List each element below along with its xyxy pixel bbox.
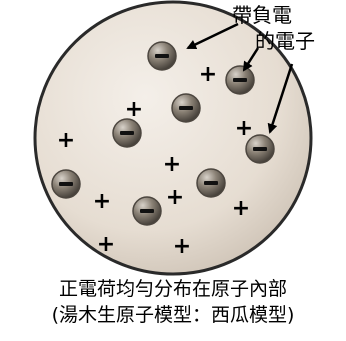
positive-charge: + [97,232,115,257]
annotation-line-2: 的電子 [255,29,315,53]
positive-charge: + [232,196,250,221]
positive-charge: + [199,62,217,87]
electron-minus-sign [233,78,247,82]
positive-charge: + [166,185,184,210]
positive-charge: + [163,152,181,177]
arrow-to-electron-3 [267,63,294,134]
positive-charge: + [57,128,75,153]
electron [196,168,226,198]
electron-minus-sign [59,182,73,186]
positive-charge: + [93,189,111,214]
electron [132,196,162,226]
electron [171,93,201,123]
arrow-to-electron-2 [242,47,260,72]
positive-charges: + + + + + + + + + + [57,62,253,259]
electron [245,134,275,164]
caption-line-2: (湯木生原子模型：西瓜模型) [51,304,295,326]
electrons [51,41,275,226]
electron-minus-sign [140,209,154,213]
positive-charge: + [173,234,191,259]
electron [225,65,255,95]
annotation-line-1: 帶負電 [232,3,292,27]
electron [51,169,81,199]
positive-charge: + [235,116,253,141]
electron [147,41,177,71]
electron-minus-sign [179,106,193,110]
electron-minus-sign [253,147,267,151]
electron [112,118,142,148]
electron-minus-sign [155,54,169,58]
electron-minus-sign [120,131,134,135]
arrow-to-electron-1 [186,22,239,50]
caption-line-1: 正電荷均勻分布在原子內部 [58,278,287,300]
electron-minus-sign [204,181,218,185]
positive-charge: + [125,97,143,122]
